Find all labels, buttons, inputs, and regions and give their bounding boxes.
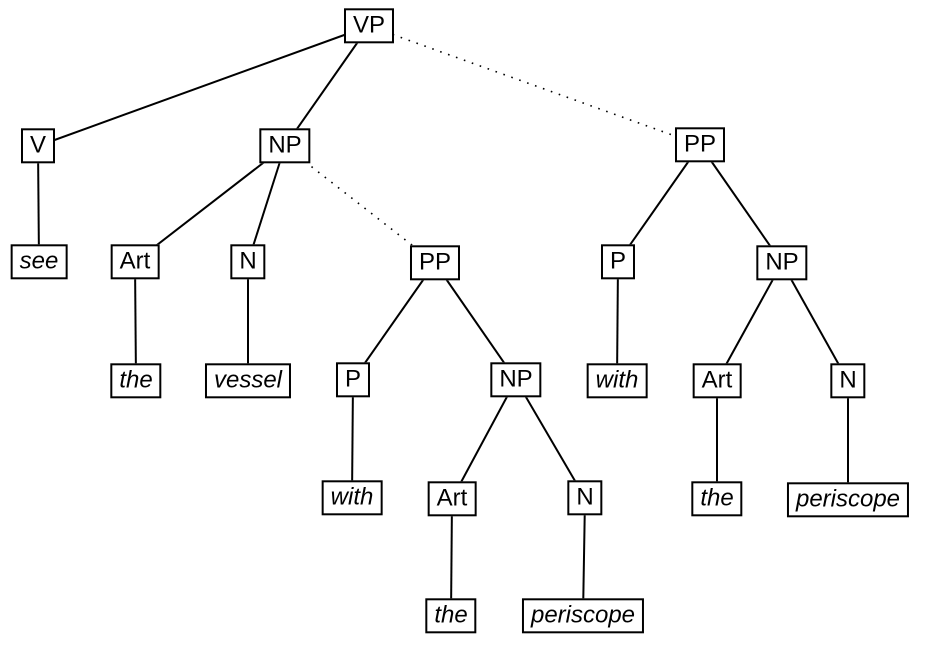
edge-np-right-art <box>716 262 783 382</box>
node-word-the-1: the <box>110 363 162 399</box>
node-vp: VP <box>343 8 395 44</box>
node-word-see: see <box>10 244 68 280</box>
edge-art-mid-the <box>450 498 453 617</box>
edge-pp-right-p <box>617 144 701 263</box>
edge-np-mid-n <box>515 379 586 499</box>
node-art-mid: Art <box>427 481 477 517</box>
edge-vp-np-object <box>284 25 370 147</box>
edge-pp-right-np <box>699 144 783 264</box>
node-word-with-mid: with <box>321 480 383 516</box>
node-n-right: N <box>830 363 866 399</box>
node-art-right: Art <box>692 363 742 399</box>
node-word-the-mid: the <box>425 598 477 634</box>
edge-vp-pp-right-dotted <box>368 25 701 146</box>
edge-np-object-art <box>134 145 286 263</box>
node-word-vessel: vessel <box>204 363 292 399</box>
edge-art-the-1 <box>134 261 137 382</box>
node-v: V <box>20 128 56 164</box>
edge-v-see <box>37 145 40 263</box>
node-n-1: N <box>230 244 266 280</box>
edge-np-object-n <box>247 145 286 263</box>
edge-n-mid-periscope <box>582 497 586 617</box>
node-p-right: P <box>600 244 636 280</box>
edge-pp-mid-np <box>434 262 517 381</box>
node-word-the-right: the <box>691 481 743 517</box>
edge-p-right-with <box>616 261 619 382</box>
node-p-mid: P <box>335 362 371 398</box>
edge-np-mid-art <box>451 379 517 500</box>
node-np-right: NP <box>756 245 808 281</box>
node-pp-right: PP <box>674 127 726 163</box>
node-pp-mid: PP <box>409 245 461 281</box>
node-n-mid: N <box>567 480 603 516</box>
edge-np-right-n <box>781 262 849 382</box>
edge-vp-v <box>37 25 370 147</box>
node-np-mid: NP <box>490 362 542 398</box>
node-word-periscope-right: periscope <box>786 482 910 518</box>
edge-pp-mid-p <box>352 262 436 381</box>
node-art-1: Art <box>110 244 160 280</box>
node-word-periscope-mid: periscope <box>521 598 645 634</box>
node-word-with-right: with <box>586 363 648 399</box>
edge-p-mid-with <box>351 379 354 499</box>
node-np-object: NP <box>259 128 311 164</box>
